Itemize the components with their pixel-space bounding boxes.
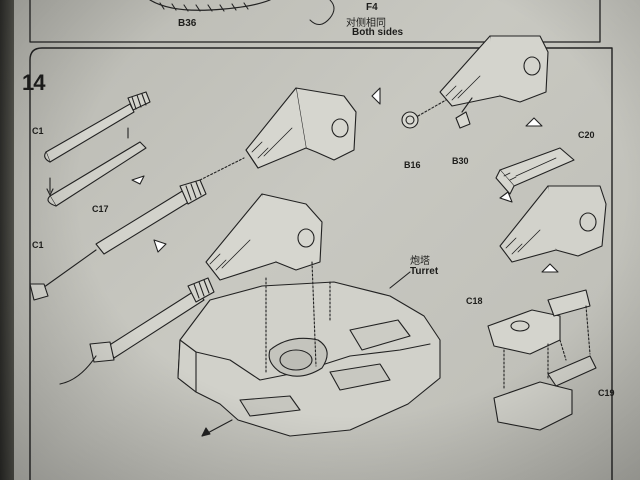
previous-step-box — [29, 0, 601, 43]
breech-upper — [439, 35, 549, 107]
barrel-c17 — [47, 141, 147, 207]
part-label-c17: C17 — [92, 204, 109, 214]
turret-label-cn: 炮塔 — [410, 256, 430, 267]
part-label-c1-top: C1 — [32, 126, 44, 136]
part-label-c1-bottom: C1 — [32, 240, 44, 250]
part-c20 — [495, 147, 575, 195]
barrel-assembled — [95, 179, 207, 255]
cradle-upper — [487, 289, 591, 355]
turret-barrel — [89, 277, 215, 363]
cradle-lower — [493, 355, 597, 431]
turret-mantlet — [205, 193, 323, 281]
part-label-f4: F4 — [366, 2, 378, 13]
part-label-c20: C20 — [578, 130, 595, 140]
part-label-b16: B16 — [404, 160, 421, 170]
current-step-box — [29, 47, 613, 480]
turret-label-en: Turret — [410, 266, 439, 277]
binder-shadow — [0, 0, 14, 480]
track-fragment — [149, 0, 271, 11]
both-sides-cn: 对侧相同 — [346, 18, 386, 29]
part-label-b36: B36 — [178, 18, 197, 29]
part-label-c19: C19 — [598, 388, 615, 398]
part-label-c18: C18 — [466, 296, 483, 306]
breech-middle — [499, 185, 607, 263]
mantlet-upper — [245, 87, 357, 169]
both-sides-en: Both sides — [352, 27, 404, 38]
step-number: 14 — [22, 70, 45, 95]
barrel-upper — [44, 91, 151, 163]
part-label-b30: B30 — [452, 156, 469, 166]
